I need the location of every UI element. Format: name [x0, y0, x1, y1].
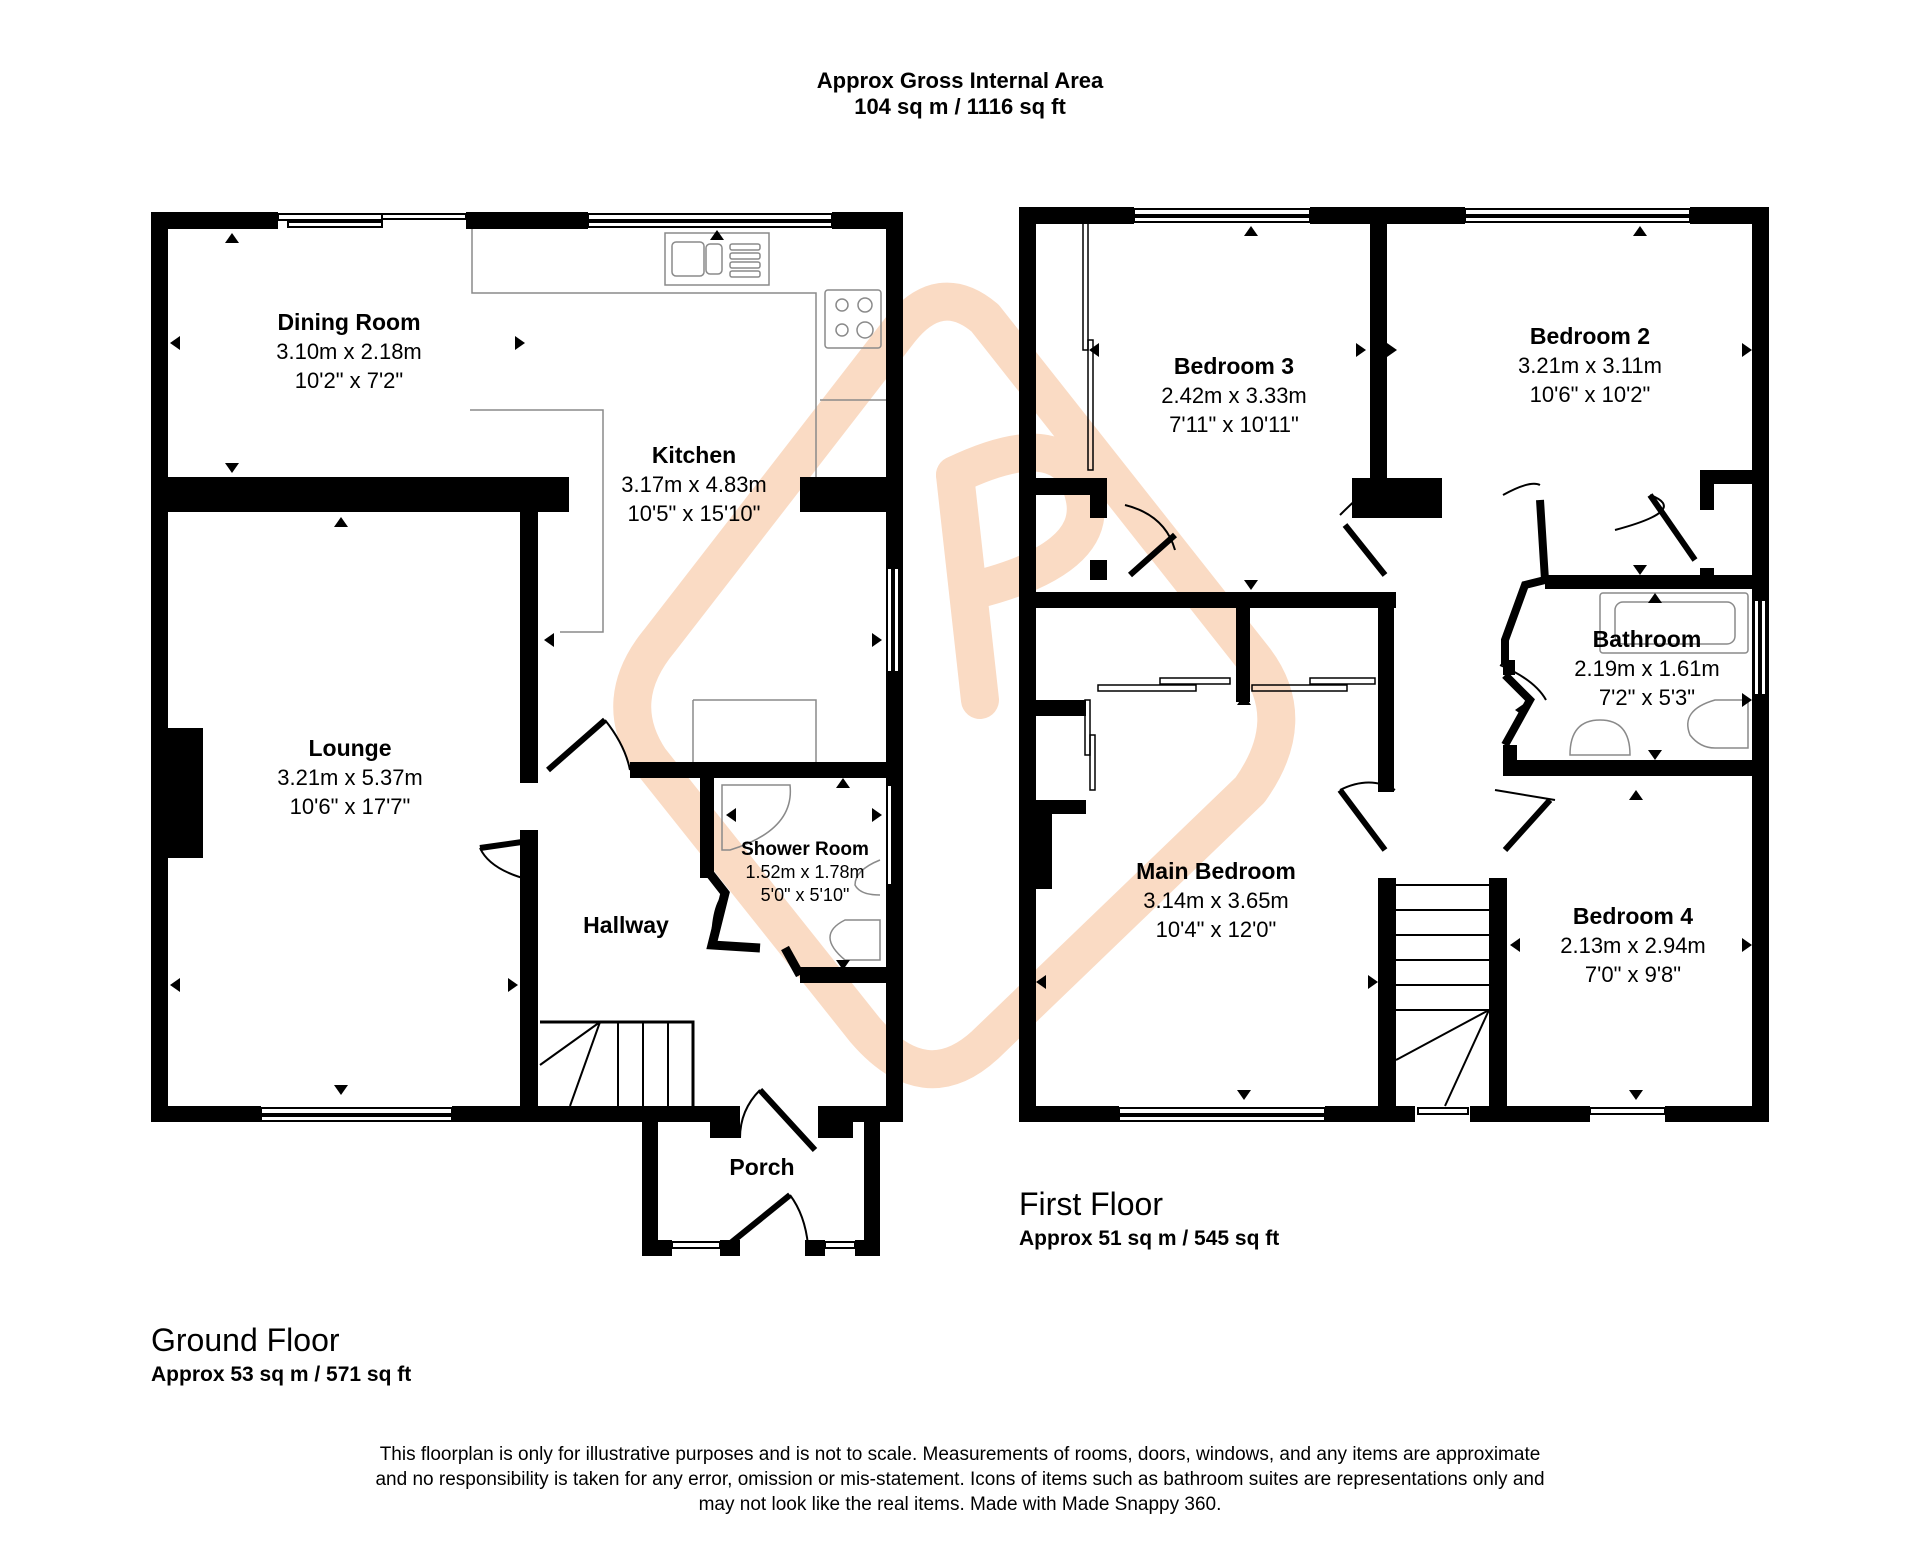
- room-label-hallway: Hallway: [583, 912, 669, 938]
- gross-area-title: Approx Gross Internal Area: [816, 68, 1104, 93]
- first-floor-area: Approx 51 sq m / 545 sq ft: [1019, 1227, 1280, 1250]
- ground-floor-area: Approx 53 sq m / 571 sq ft: [151, 1363, 412, 1386]
- first-floor-caption: First Floor Approx 51 sq m / 545 sq ft: [1019, 1186, 1279, 1252]
- first-floor-walls-angled: [1128, 493, 1698, 853]
- room-label-kitchen: Kitchen 3.17m x 4.83m 10'5" x 15'10": [621, 442, 767, 526]
- ground-floor-caption: Ground Floor Approx 53 sq m / 571 sq ft: [151, 1322, 411, 1388]
- room-label-main-bedroom: Main Bedroom 3.14m x 3.65m 10'4" x 12'0": [1136, 858, 1296, 942]
- ground-floor-title: Ground Floor: [151, 1322, 340, 1358]
- room-label-bathroom: Bathroom 2.19m x 1.61m 7'2" x 5'3": [1574, 626, 1720, 710]
- watermark-logo-icon: [613, 282, 1296, 1089]
- gross-area-header: Approx Gross Internal Area 104 sq m / 11…: [817, 68, 1103, 120]
- room-label-bedroom-3: Bedroom 3 2.42m x 3.33m 7'11" x 10'11": [1161, 353, 1307, 437]
- first-floor-walls: [1019, 207, 1769, 1122]
- first-floor-title: First Floor: [1019, 1186, 1163, 1222]
- room-label-bedroom-4: Bedroom 4 2.13m x 2.94m 7'0" x 9'8": [1560, 903, 1706, 987]
- ground-floor-walls: [151, 212, 903, 1256]
- first-floor-windows: [1118, 208, 1767, 1122]
- room-label-shower-room: Shower Room 1.52m x 1.78m 5'0" x 5'10": [741, 839, 869, 905]
- measurement-markers: [170, 226, 1752, 1100]
- room-label-lounge: Lounge 3.21m x 5.37m 10'6" x 17'7": [277, 735, 423, 819]
- ground-floor-windows: [260, 213, 900, 1249]
- gross-area-value: 104 sq m / 1116 sq ft: [854, 94, 1066, 119]
- first-floor-fixtures: [1082, 221, 1749, 1107]
- ground-floor-walls-angled: [479, 717, 818, 1253]
- hob-icon: [824, 289, 882, 349]
- room-label-dining-room: Dining Room 3.10m x 2.18m 10'2" x 7'2": [276, 309, 422, 393]
- room-label-porch: Porch: [729, 1154, 795, 1180]
- room-label-bedroom-2: Bedroom 2 3.21m x 3.11m 10'6" x 10'2": [1518, 323, 1662, 407]
- disclaimer-text: This floorplan is only for illustrative …: [375, 1444, 1545, 1515]
